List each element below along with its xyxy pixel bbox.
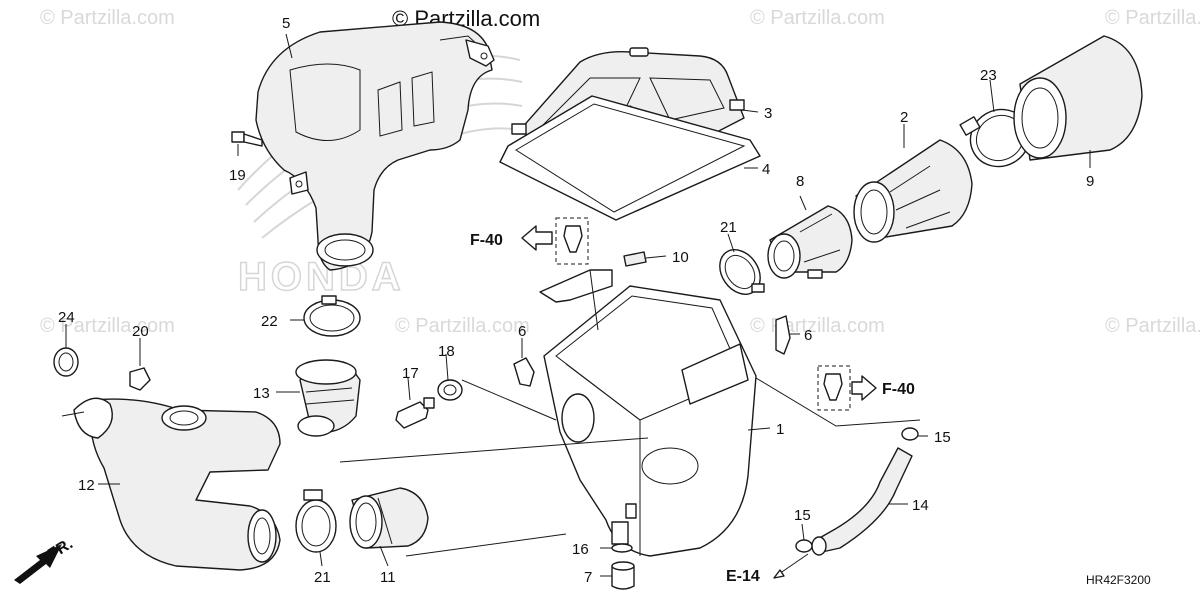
watermark-mid-right: © Partzilla.com xyxy=(750,315,885,337)
part-1-cleaner-case[interactable] xyxy=(539,269,757,557)
callout-22: 22 xyxy=(261,313,278,330)
callout-19: 19 xyxy=(229,167,246,184)
callout-15-upper: 15 xyxy=(934,429,951,446)
callout-17: 17 xyxy=(402,365,419,382)
clip-f40-right[interactable] xyxy=(817,365,851,411)
part-16-o-ring[interactable] xyxy=(611,543,633,553)
part-18-grommet[interactable] xyxy=(437,379,463,401)
callout-5: 5 xyxy=(282,15,290,32)
watermark-mid-far-right: © Partzilla.com xyxy=(1105,315,1200,337)
callout-11: 11 xyxy=(380,569,396,586)
watermark-top-right: © Partzilla.com xyxy=(1105,7,1200,29)
callout-8: 8 xyxy=(796,173,804,190)
callout-6-left: 6 xyxy=(518,323,526,340)
ref-f40-right-label: F-40 xyxy=(882,381,915,398)
part-17-sensor[interactable] xyxy=(395,397,435,429)
ref-f40-right[interactable]: F-40 xyxy=(851,375,915,401)
diagram-code: HR42F3200 xyxy=(1086,573,1151,587)
part-10-pad[interactable] xyxy=(623,251,647,267)
part-5-intake-duct[interactable] xyxy=(255,21,495,271)
callout-18: 18 xyxy=(438,343,455,360)
callout-14: 14 xyxy=(912,497,929,514)
part-2-filter-element[interactable] xyxy=(853,139,973,243)
callout-13: 13 xyxy=(253,385,270,402)
part-24-clamp[interactable] xyxy=(53,347,79,377)
part-15-upper-clamp[interactable] xyxy=(901,427,919,441)
callout-2: 2 xyxy=(900,109,908,126)
callout-23: 23 xyxy=(980,67,997,84)
callout-7: 7 xyxy=(584,569,592,586)
callout-6-right: 6 xyxy=(804,327,812,344)
callout-4: 4 xyxy=(762,161,770,178)
watermark-top-mid: © Partzilla.com xyxy=(750,7,885,29)
callout-1: 1 xyxy=(776,421,784,438)
ref-front-arrow: FR. xyxy=(14,535,76,584)
part-11-outlet-joint[interactable] xyxy=(349,487,429,549)
part-22-band[interactable] xyxy=(303,295,361,337)
leader-lines xyxy=(65,33,1091,577)
callout-16: 16 xyxy=(572,541,589,558)
honda-logo-text: HONDA xyxy=(238,255,405,299)
watermark-mid-center: © Partzilla.com xyxy=(395,315,530,337)
callout-9: 9 xyxy=(1086,173,1094,190)
part-21-lower-band[interactable] xyxy=(295,489,337,553)
part-7-drain-cap[interactable] xyxy=(611,561,635,590)
callout-20: 20 xyxy=(132,323,149,340)
callout-15-lower: 15 xyxy=(794,507,811,524)
part-21-upper-band[interactable] xyxy=(711,242,768,302)
callout-3: 3 xyxy=(764,105,772,122)
part-19-bolt[interactable] xyxy=(231,131,263,147)
callout-21-upper: 21 xyxy=(720,219,737,236)
callout-12: 12 xyxy=(78,477,95,494)
callouts: 5 19 22 13 3 4 2 23 9 8 21 10 6 6 1 18 1… xyxy=(58,15,1094,586)
part-13-rubber-boot[interactable] xyxy=(295,359,361,437)
callout-10: 10 xyxy=(672,249,689,266)
ref-e14-label: E-14 xyxy=(726,568,760,585)
callout-24: 24 xyxy=(58,309,75,326)
part-8-connecting-tube[interactable] xyxy=(767,205,853,279)
part-14-drain-tube[interactable] xyxy=(811,447,913,556)
part-6-right-clip[interactable] xyxy=(775,315,791,355)
ref-f40-left[interactable]: F-40 xyxy=(470,225,553,251)
clip-f40-left[interactable] xyxy=(555,217,589,265)
part-20-clip[interactable] xyxy=(129,367,151,391)
watermark-top-left: © Partzilla.com xyxy=(40,7,175,29)
ref-e14[interactable]: E-14 xyxy=(726,553,809,585)
part-9-outer-sleeve[interactable] xyxy=(1013,35,1143,161)
part-15-lower-clamp[interactable] xyxy=(795,539,813,553)
ref-f40-left-label: F-40 xyxy=(470,232,503,249)
part-6-left-clip[interactable] xyxy=(513,357,535,387)
watermark-mid-left: © Partzilla.com xyxy=(40,315,175,337)
part-12-intake-snorkel[interactable] xyxy=(61,397,281,571)
part-4-cover-seal[interactable] xyxy=(499,95,761,221)
callout-21-lower: 21 xyxy=(314,569,331,586)
